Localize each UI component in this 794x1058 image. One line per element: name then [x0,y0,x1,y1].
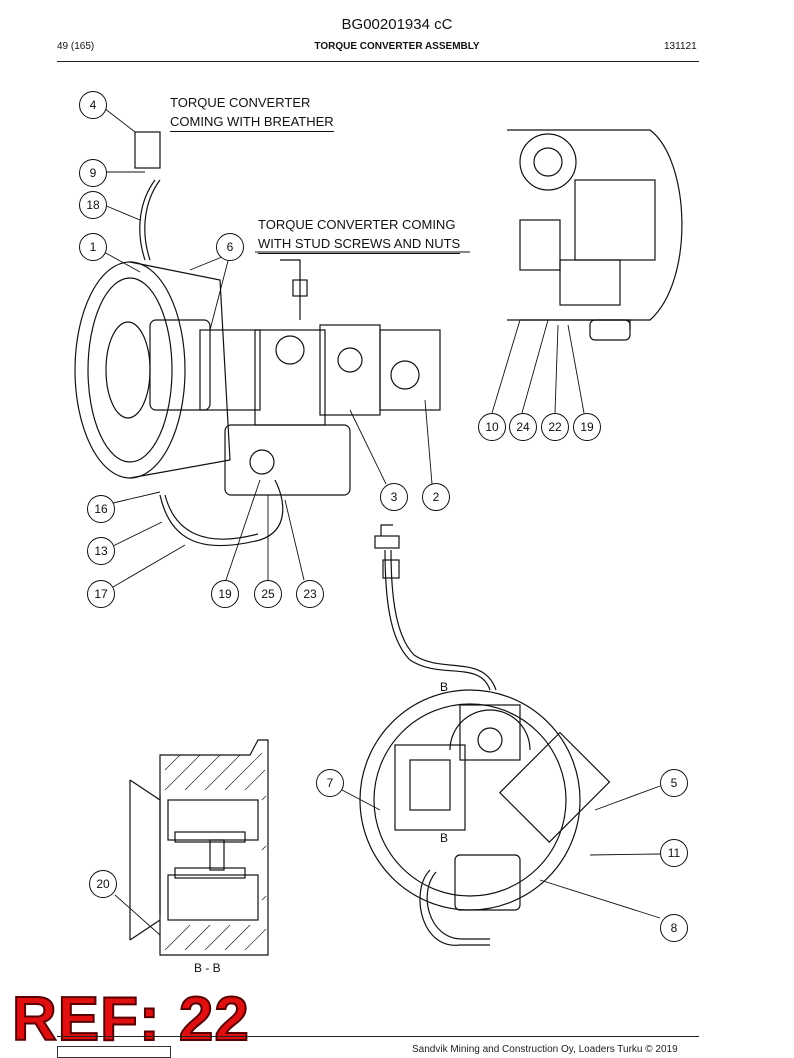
stud-note-line2: WITH STUD SCREWS AND NUTS [258,234,461,254]
callout-4: 4 [79,91,107,119]
date-code: 131121 [664,41,697,52]
callout-17: 17 [87,580,115,608]
callout-8: 8 [660,914,688,942]
breather-note-line2: COMING WITH BREATHER [170,112,334,132]
callout-7: 7 [316,769,344,797]
section-view [129,739,269,956]
document-id: BG00201934 cC [341,16,453,33]
footer-copyright: Sandvik Mining and Construction Oy, Load… [412,1044,678,1055]
callout-23: 23 [296,580,324,608]
footer-rule [57,1036,699,1037]
section-hatching [164,752,267,951]
callout-9: 9 [79,159,107,187]
callout-25: 25 [254,580,282,608]
callout-1: 1 [79,233,107,261]
ref-stamp: REF: 22 [11,984,250,1055]
callout-19: 19 [211,580,239,608]
leader-lines [103,107,661,936]
callout-2: 2 [422,483,450,511]
main-assembly-view [74,131,441,547]
callout-5: 5 [660,769,688,797]
callout-6: 6 [216,233,244,261]
page-number: 49 (165) [57,41,95,52]
callout-3: 3 [380,483,408,511]
callout-11: 11 [660,839,688,867]
callout-18: 18 [79,191,107,219]
callout-19-detail: 19 [573,413,601,441]
section-marker-bottom: B [440,831,449,845]
callout-10: 10 [478,413,506,441]
stud-screw-note: TORQUE CONVERTER COMING WITH STUD SCREWS… [258,215,461,254]
callout-16: 16 [87,495,115,523]
callout-13: 13 [87,537,115,565]
breather-note: TORQUE CONVERTER COMING WITH BREATHER [170,93,334,132]
sandvik-logo-icon [57,1046,171,1058]
stud-note-line1: TORQUE CONVERTER COMING [258,217,456,232]
callout-20: 20 [89,870,117,898]
callout-24: 24 [509,413,537,441]
breather-note-line1: TORQUE CONVERTER [170,95,311,110]
section-marker-top: B [440,680,449,694]
callout-22: 22 [541,413,569,441]
detail-view-top-right [507,129,683,341]
header-rule [57,61,699,62]
rear-view [359,524,611,946]
page-title: TORQUE CONVERTER ASSEMBLY [314,41,480,52]
section-view-label: B - B [194,961,221,975]
